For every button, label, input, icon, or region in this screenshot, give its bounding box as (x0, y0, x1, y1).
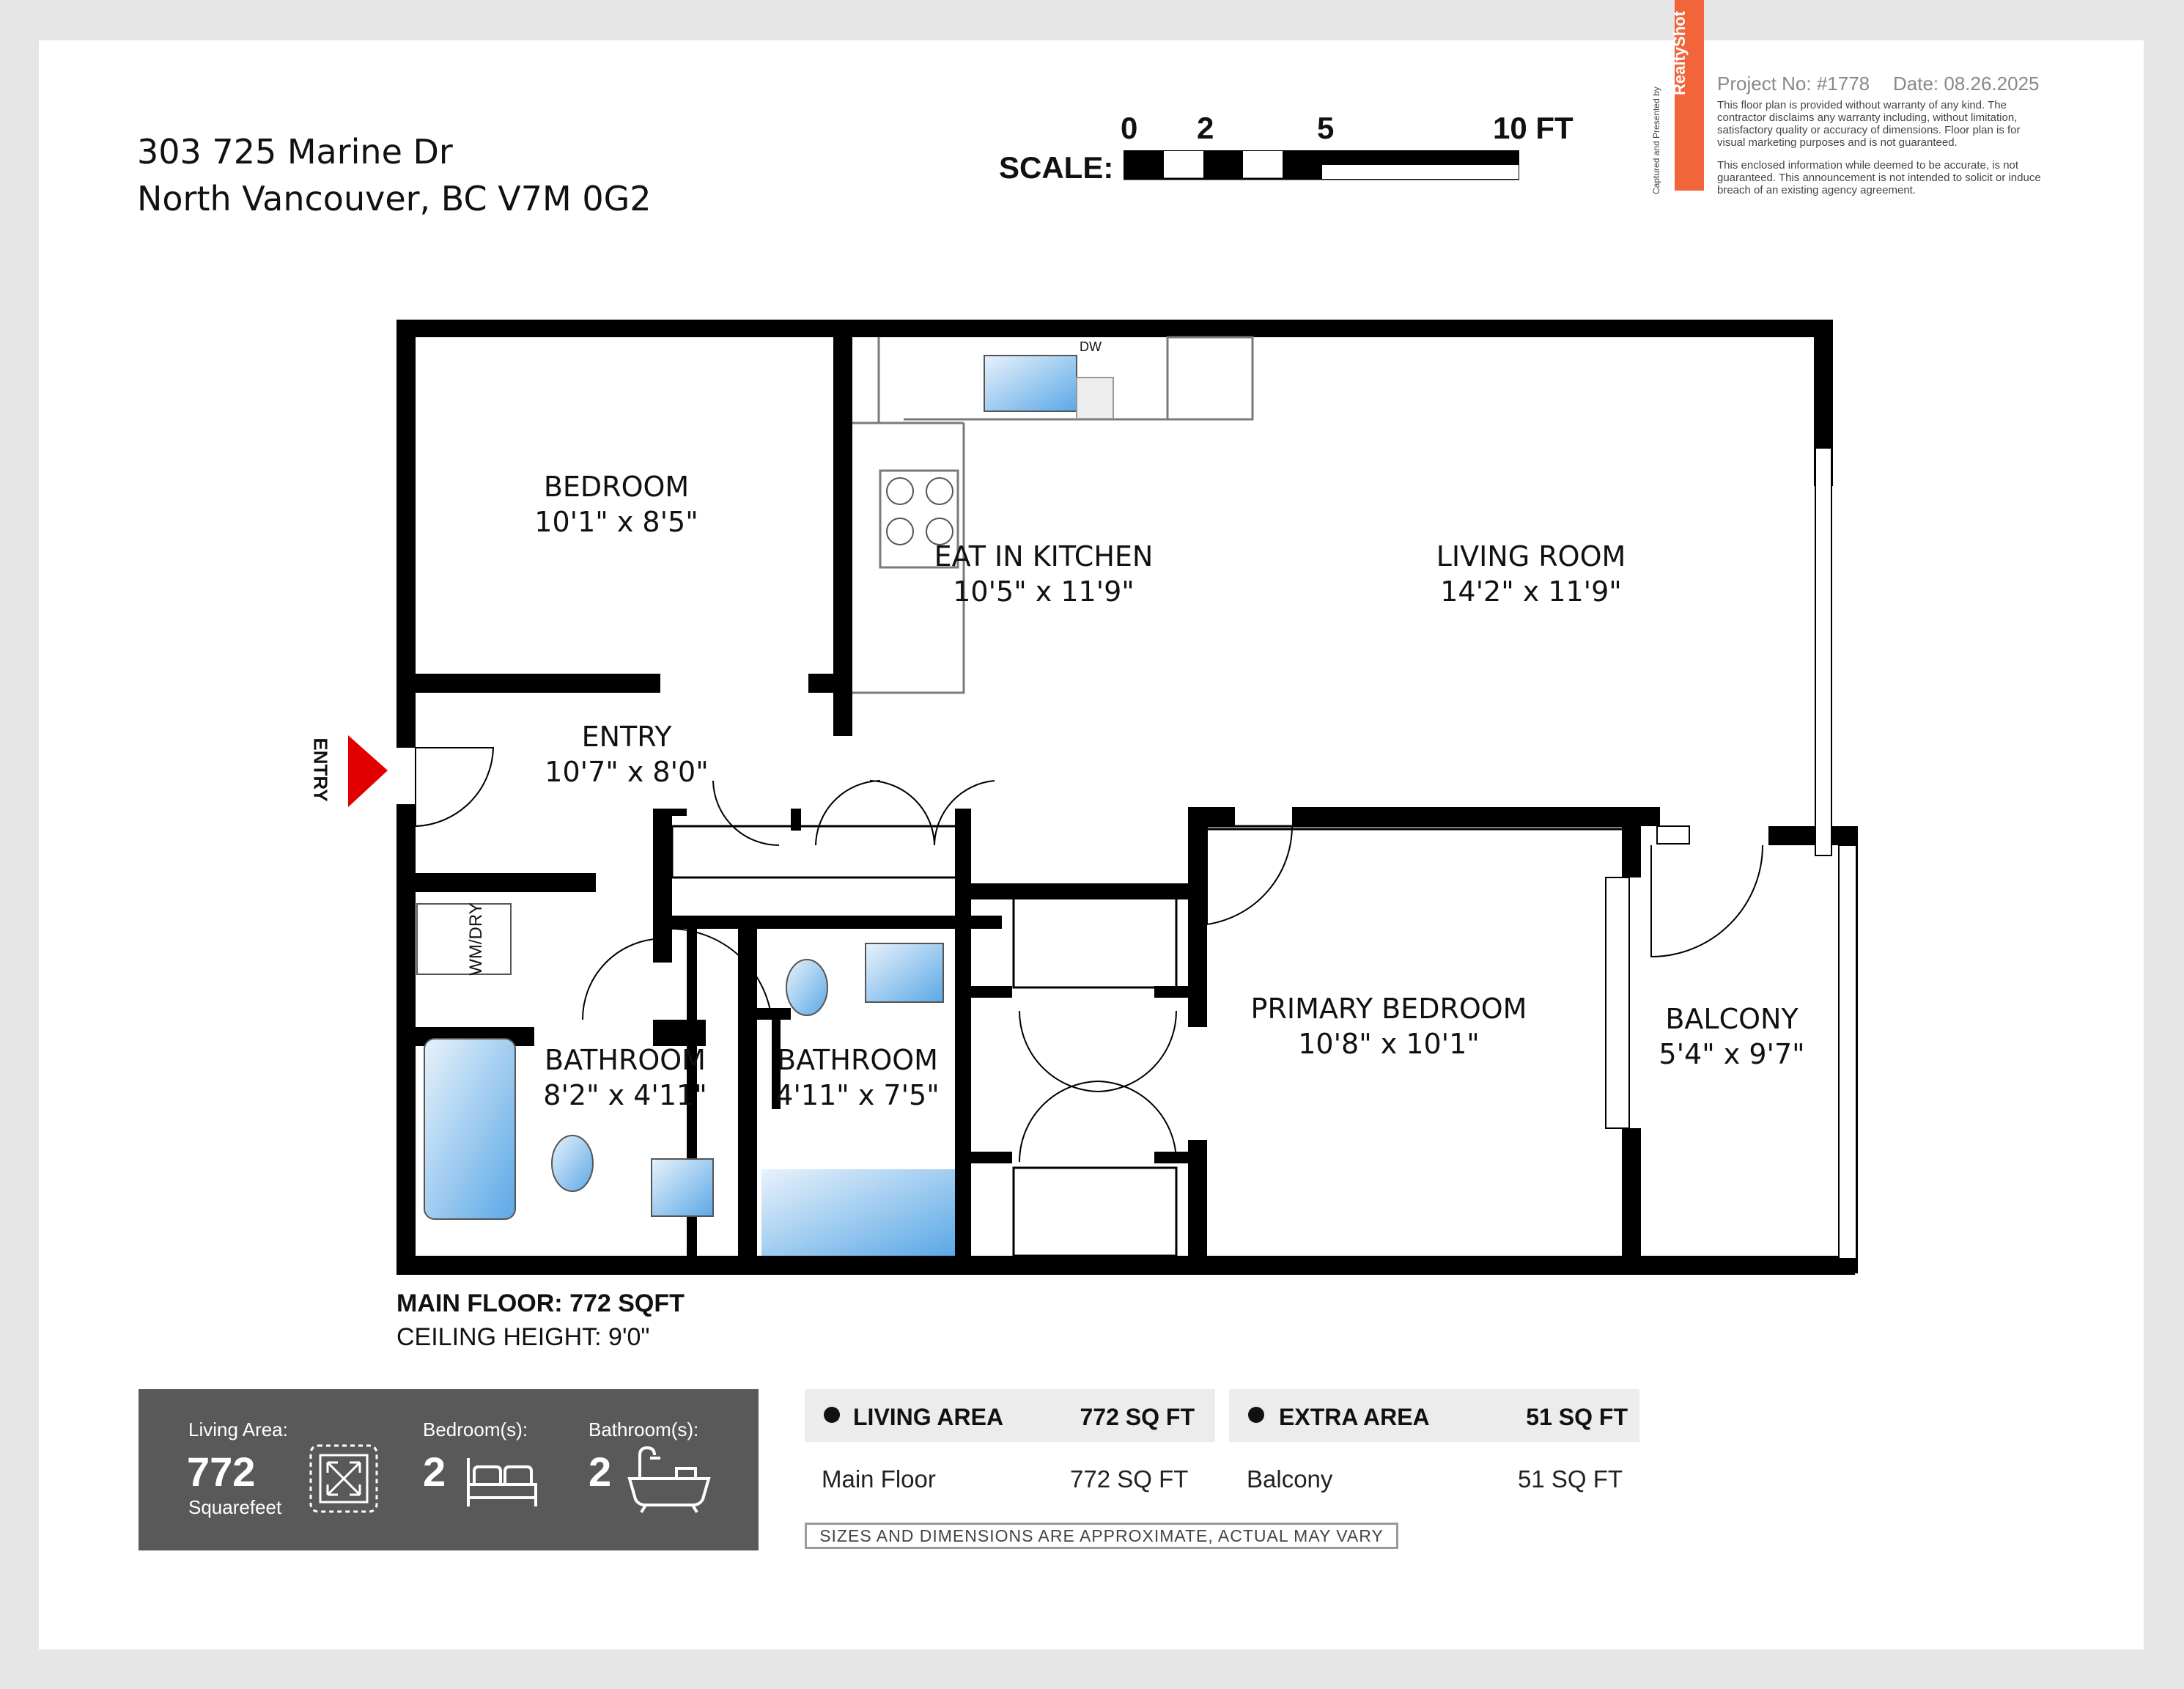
room-name: BALCONY (1665, 1003, 1799, 1035)
living-area-label: Living Area: (188, 1418, 288, 1440)
area-icon (309, 1444, 378, 1513)
room-eat-in-kitchen: EAT IN KITCHEN 10'5" x 11'9" (934, 539, 1154, 609)
bullet-icon (1248, 1407, 1264, 1423)
room-name: BEDROOM (543, 471, 690, 503)
scale-tick-10: 10 FT (1493, 111, 1574, 145)
closet-outlines (671, 825, 1625, 1257)
size-disclaimer: SIZES AND DIMENSIONS ARE APPROXIMATE, AC… (805, 1523, 1398, 1549)
toilet (786, 959, 828, 1016)
room-dims: 5'4" x 9'7" (1659, 1038, 1805, 1070)
laundry-label: WM/DRY (466, 902, 486, 976)
summary-panel: Living Area: 772 Squarefeet Bedroom(s): … (139, 1389, 759, 1550)
living-area-unit: Squarefeet (188, 1496, 282, 1518)
bullet-icon (824, 1407, 840, 1423)
bedrooms-value: 2 (423, 1449, 446, 1495)
room-bathroom-2: BATHROOM 4'11" x 7'5" (775, 1042, 939, 1113)
room-bathroom-1: BATHROOM 8'2" x 4'11" (543, 1042, 707, 1113)
disclaimer-agency: This enclosed information while deemed t… (1717, 159, 2041, 196)
dishwasher-label: DW (1080, 339, 1102, 354)
room-dims: 10'1" x 8'5" (534, 506, 698, 538)
scale-tick-5: 5 (1317, 111, 1335, 145)
stove-burners (886, 477, 953, 545)
extra-area-title: EXTRA AREA (1279, 1404, 1430, 1430)
bedrooms-label: Bedroom(s): (423, 1418, 528, 1440)
room-primary-bedroom: PRIMARY BEDROOM 10'8" x 10'1" (1251, 991, 1527, 1061)
washer-dryer (416, 903, 512, 975)
bathrooms-value: 2 (589, 1449, 612, 1495)
walls (396, 320, 1858, 1275)
room-name: LIVING ROOM (1436, 540, 1626, 573)
scale-label: SCALE: (999, 150, 1114, 185)
project-date: Date: 08.26.2025 (1893, 73, 2040, 95)
brand-logo: RealtyShot (1670, 0, 1704, 191)
scale-bar-graphic (1124, 150, 1519, 180)
room-name: ENTRY (581, 721, 672, 753)
scale-tick-2: 2 (1197, 111, 1214, 145)
bathtub-icon (627, 1446, 711, 1514)
room-dims: 10'5" x 11'9" (953, 575, 1135, 608)
bathtub (424, 1038, 516, 1220)
toilet-2 (551, 1135, 594, 1192)
room-balcony: BALCONY 5'4" x 9'7" (1659, 1001, 1804, 1072)
room-dims: 14'2" x 11'9" (1440, 575, 1622, 608)
scale-tick-0: 0 (1121, 111, 1138, 145)
balcony-value: 51 SQ FT (1518, 1465, 1623, 1493)
living-area-header: LIVING AREA 772 SQ FT (805, 1389, 1215, 1442)
room-living-room: LIVING ROOM 14'2" x 11'9" (1436, 539, 1626, 609)
disclaimer-warranty: This floor plan is provided without warr… (1717, 99, 2021, 149)
room-name: PRIMARY BEDROOM (1250, 993, 1527, 1025)
floor-plan-drawing (348, 320, 1858, 1275)
room-name: BATHROOM (545, 1044, 706, 1076)
room-dims: 10'7" x 8'0" (545, 756, 709, 788)
vanity-sink-2 (651, 1158, 714, 1217)
main-floor-value: 772 SQ FT (1070, 1465, 1189, 1493)
floor-title: MAIN FLOOR: 772 SQFT (396, 1289, 685, 1317)
room-name: EAT IN KITCHEN (934, 540, 1154, 573)
extra-area-total: 51 SQ FT (1526, 1404, 1628, 1430)
floor-plan-sheet: 303 725 Marine Dr North Vancouver, BC V7… (39, 0, 2144, 1649)
shower (761, 1169, 955, 1256)
bathrooms-label: Bathroom(s): (589, 1418, 699, 1440)
main-floor-name: Main Floor (822, 1465, 936, 1493)
address-line-1: 303 725 Marine Dr (137, 132, 453, 172)
door-swings (415, 747, 1763, 1163)
extra-area-header: EXTRA AREA 51 SQ FT (1229, 1389, 1639, 1442)
bed-icon (467, 1458, 537, 1506)
entry-marker-label: ENTRY (309, 737, 332, 802)
entry-arrow (348, 735, 388, 807)
living-area-total: 772 SQ FT (1080, 1404, 1195, 1430)
fixtures (416, 355, 1114, 1256)
kitchen-sink (984, 355, 1077, 412)
room-bedroom: BEDROOM 10'1" x 8'5" (534, 469, 698, 540)
room-name: BATHROOM (777, 1044, 938, 1076)
room-dims: 10'8" x 10'1" (1298, 1028, 1480, 1060)
project-number: Project No: #1778 (1717, 73, 1870, 95)
windows (1605, 447, 1857, 1259)
room-entry: ENTRY 10'7" x 8'0" (545, 719, 708, 790)
balcony-name: Balcony (1247, 1465, 1333, 1493)
address-line-2: North Vancouver, BC V7M 0G2 (137, 179, 652, 218)
ceiling-height: CEILING HEIGHT: 9'0" (396, 1323, 650, 1351)
room-dims: 8'2" x 4'11" (543, 1079, 707, 1111)
living-area-title: LIVING AREA (853, 1404, 1004, 1430)
address: 303 725 Marine Dr North Vancouver, BC V7… (137, 128, 652, 222)
room-dims: 4'11" x 7'5" (775, 1079, 940, 1111)
living-area-value: 772 (187, 1449, 256, 1495)
kitchen-counters (852, 336, 1254, 694)
vanity-sink (865, 943, 944, 1003)
